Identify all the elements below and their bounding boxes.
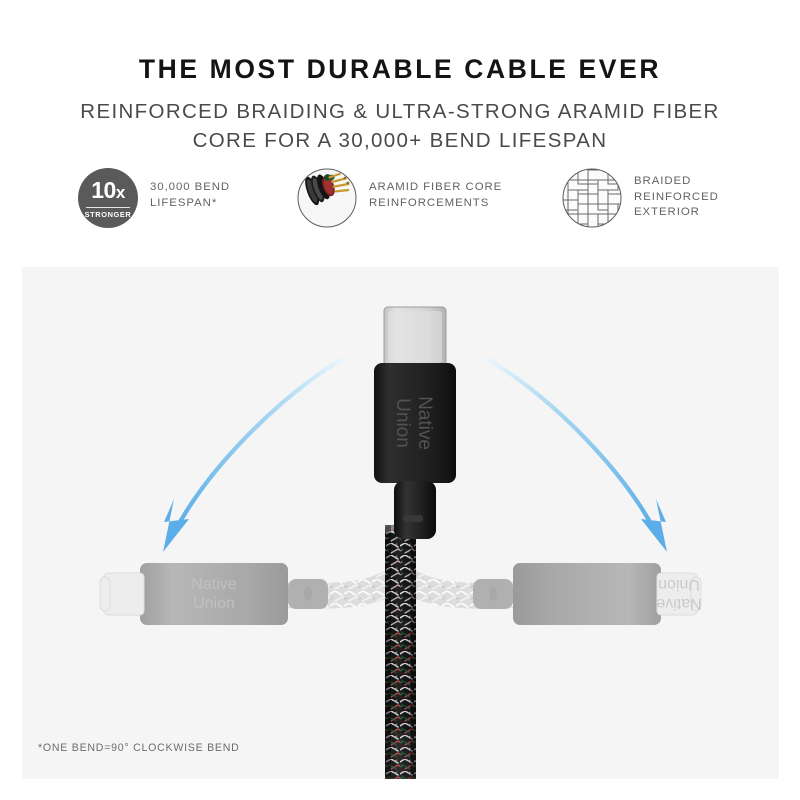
- connector-housing: [374, 363, 456, 483]
- feature-list: 10x STRONGER 30,000 BEND LIFESPAN*: [0, 168, 800, 248]
- badge-divider: [86, 207, 130, 208]
- footnote: *ONE BEND=90° CLOCKWISE BEND: [38, 742, 240, 754]
- feature-label-line-1: ARAMID FIBER CORE: [369, 181, 503, 193]
- braided-cable: [385, 525, 416, 779]
- braided-weave-icon: [562, 168, 622, 228]
- feature-label: ARAMID FIBER CORE REINFORCEMENTS: [369, 168, 502, 211]
- ghost-right-brand-line-2: Union: [658, 576, 700, 593]
- usb-c-connector: Native Union: [374, 306, 456, 539]
- badge-subtext: STRONGER: [84, 210, 132, 219]
- subtitle-line-1: REINFORCED BRAIDING & ULTRA-STRONG ARAMI…: [80, 100, 720, 123]
- feature-label-line-2: LIFESPAN*: [150, 196, 218, 209]
- feature-label: 30,000 BEND LIFESPAN*: [150, 168, 230, 211]
- ghost-left-brand-line-1: Native: [191, 576, 236, 593]
- ghost-cable-right: Native Union: [383, 558, 702, 625]
- feature-label-line-2: REINFORCEMENTS: [369, 196, 490, 209]
- feature-label-line-1: 30,000 BEND: [150, 181, 231, 193]
- badge-10x-stronger-icon: 10x STRONGER: [78, 168, 138, 228]
- feature-label: BRAIDED REINFORCED EXTERIOR: [634, 168, 719, 221]
- feature-item-bend-lifespan: 10x STRONGER 30,000 BEND LIFESPAN*: [78, 168, 230, 228]
- subtitle-line-2: CORE FOR A 30,000+ BEND LIFESPAN: [192, 129, 608, 152]
- page-title: THE MOST DURABLE CABLE EVER: [138, 54, 662, 84]
- feature-label-line-3: EXTERIOR: [634, 206, 700, 218]
- cable-bend-illustration: Native Union Native Unio: [22, 267, 779, 779]
- feature-label-line-2: REINFORCED: [634, 190, 719, 203]
- feature-item-braided-exterior: BRAIDED REINFORCED EXTERIOR: [562, 168, 719, 228]
- ghost-cable-left: Native Union: [99, 558, 418, 625]
- feature-item-aramid-core: ARAMID FIBER CORE REINFORCEMENTS: [297, 168, 502, 228]
- feature-label-line-1: BRAIDED: [634, 175, 692, 187]
- ghost-left-brand-line-2: Union: [193, 595, 235, 612]
- ghost-right-brand-line-1: Native: [656, 595, 701, 612]
- bend-arrow-left: [163, 356, 345, 552]
- cable-cross-section-icon: [297, 168, 357, 228]
- strain-relief: [394, 481, 436, 539]
- badge-number: 10x: [91, 177, 125, 203]
- bend-arrow-right: [485, 356, 667, 552]
- connector-brand-line-1: Native: [414, 396, 435, 450]
- product-illustration-panel: Native Union Native Unio: [22, 267, 779, 779]
- subtitle: REINFORCED BRAIDING & ULTRA-STRONG ARAMI…: [0, 97, 800, 155]
- connector-brand-line-2: Union: [392, 398, 413, 448]
- header-section: THE MOST DURABLE CABLE EVER REINFORCED B…: [0, 0, 800, 267]
